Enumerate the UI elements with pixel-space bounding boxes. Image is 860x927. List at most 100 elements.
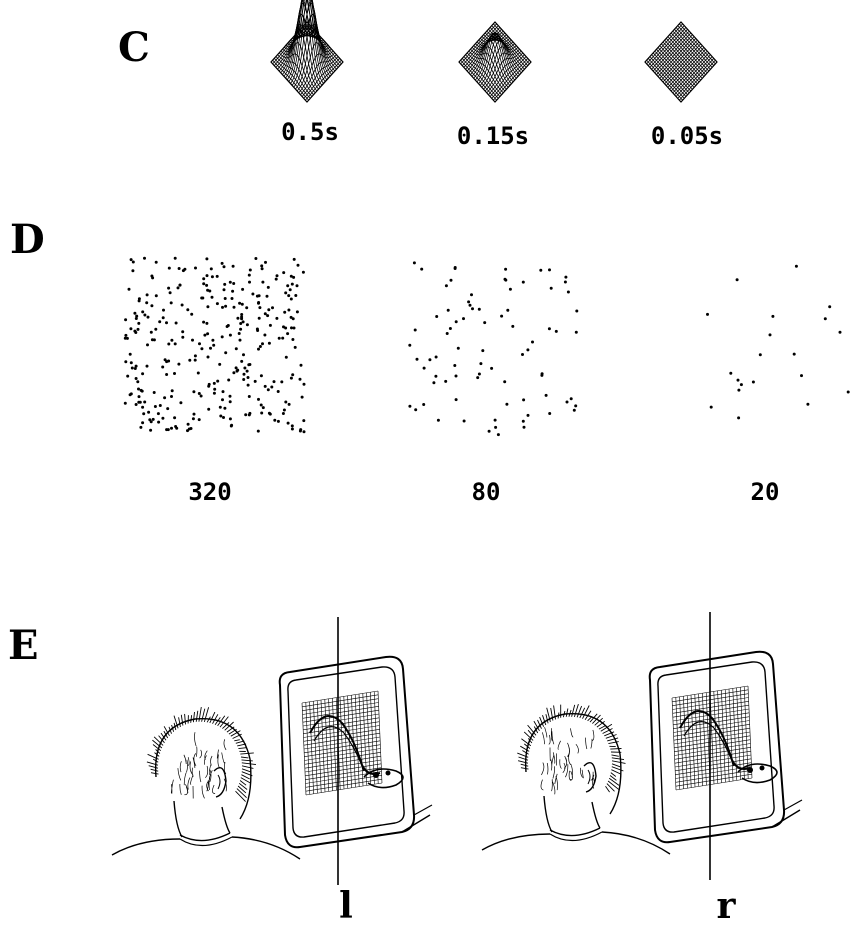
dot [141, 421, 145, 425]
dot [408, 343, 412, 347]
dot [135, 314, 139, 318]
dot [566, 290, 570, 294]
dot [142, 412, 146, 416]
dot [129, 392, 133, 396]
dot [170, 338, 174, 342]
dot [254, 257, 258, 260]
dot [138, 400, 142, 404]
dot [223, 406, 227, 410]
dot [477, 372, 481, 376]
dot [294, 294, 298, 297]
dot [846, 390, 850, 394]
dot [240, 302, 244, 306]
dot [706, 312, 709, 316]
dot [193, 354, 197, 358]
dot [205, 274, 209, 278]
dot [145, 301, 149, 305]
dot [173, 256, 177, 260]
dot [272, 380, 276, 384]
dot [161, 416, 165, 420]
dot [242, 372, 246, 376]
dot [792, 352, 796, 356]
dot-pattern-2 [408, 261, 579, 437]
dot [200, 296, 204, 300]
dot [540, 372, 544, 376]
dot [206, 355, 210, 359]
dot [225, 325, 229, 328]
surface-caption-3: 0.05s [650, 122, 724, 150]
dot [493, 418, 497, 422]
dot [448, 327, 452, 330]
dot [177, 267, 181, 270]
probe-tip [373, 772, 379, 778]
dot [223, 297, 227, 300]
dot [295, 310, 299, 314]
dot [141, 405, 145, 409]
dot [737, 388, 741, 392]
surface-mesh [458, 21, 532, 103]
dot [241, 287, 245, 291]
dot [208, 289, 212, 293]
surface-caption-2: 0.15s [456, 122, 530, 150]
dot [434, 355, 438, 359]
dot [414, 408, 418, 412]
dot [413, 328, 417, 332]
dot [420, 267, 424, 271]
dot [211, 338, 215, 342]
dot [428, 358, 432, 362]
dot [232, 305, 236, 309]
dot [232, 371, 236, 375]
dot [123, 336, 127, 340]
dot [302, 430, 306, 434]
dot [163, 396, 167, 400]
dot [453, 364, 457, 367]
face-edge [239, 758, 252, 820]
dot [281, 412, 285, 415]
dot [477, 307, 481, 311]
dot [564, 275, 568, 279]
dot [258, 306, 262, 310]
dot [128, 352, 132, 356]
dot [257, 301, 261, 304]
dot [549, 286, 553, 290]
dot [299, 363, 303, 367]
dot [133, 367, 137, 370]
dot [574, 404, 578, 408]
dot [280, 380, 284, 384]
monitor-stand [783, 799, 803, 811]
dot [236, 368, 240, 372]
panel-c-letter: C [118, 24, 152, 71]
head-outline [154, 717, 251, 778]
dot [522, 425, 526, 429]
surface-mesh [270, 0, 344, 103]
dot [288, 288, 292, 292]
dot [287, 294, 291, 298]
dot [228, 417, 232, 421]
dot [146, 315, 150, 319]
dot [229, 424, 233, 428]
dot [173, 372, 176, 375]
dot [157, 420, 161, 424]
dot [261, 406, 265, 410]
dot [456, 346, 460, 350]
dot [165, 428, 169, 432]
dot [468, 303, 472, 307]
dot [153, 405, 157, 408]
dot [147, 410, 151, 414]
dot [203, 333, 207, 337]
dot [212, 391, 216, 395]
dot [446, 308, 450, 312]
hair-strands [540, 727, 595, 795]
dot [197, 418, 201, 422]
dot [521, 280, 525, 284]
dot [168, 291, 172, 295]
collar [179, 836, 233, 847]
panel-d-letter: D [10, 216, 47, 263]
ear [587, 769, 591, 785]
surface-plot-2 [458, 21, 532, 103]
dot [505, 402, 509, 406]
dot [222, 416, 225, 419]
dot [544, 393, 548, 397]
dot [508, 287, 512, 291]
dot [500, 314, 504, 318]
